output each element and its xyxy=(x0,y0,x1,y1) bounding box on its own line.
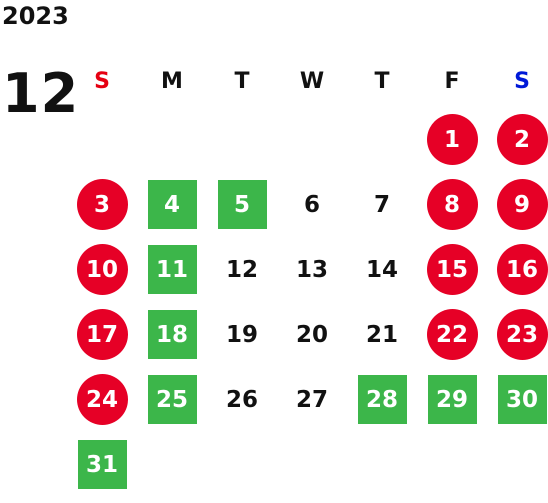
day-cell[interactable]: 4 xyxy=(137,172,207,237)
day-cell[interactable]: 8 xyxy=(417,172,487,237)
day-cell[interactable]: 25 xyxy=(137,367,207,432)
day-cell[interactable]: 15 xyxy=(417,237,487,302)
empty-cell xyxy=(137,107,207,172)
day-normal: 26 xyxy=(225,386,258,413)
day-cell[interactable]: 13 xyxy=(277,237,347,302)
day-cell[interactable]: 5 xyxy=(207,172,277,237)
calendar-month: 12 xyxy=(2,62,80,125)
day-holiday: 17 xyxy=(76,309,128,360)
day-closed: 25 xyxy=(147,375,197,424)
weekday-header: T xyxy=(234,68,250,94)
day-cell[interactable]: 10 xyxy=(67,237,137,302)
day-closed: 5 xyxy=(217,180,267,229)
empty-cell xyxy=(67,107,137,172)
day-holiday: 2 xyxy=(496,114,548,165)
day-holiday: 3 xyxy=(76,179,128,230)
day-cell[interactable]: 9 xyxy=(487,172,548,237)
empty-cell xyxy=(277,107,347,172)
day-closed: 30 xyxy=(497,375,547,424)
day-cell[interactable]: 17 xyxy=(67,302,137,367)
day-cell[interactable]: 12 xyxy=(207,237,277,302)
day-closed: 29 xyxy=(427,375,477,424)
day-cell[interactable]: 7 xyxy=(347,172,417,237)
day-normal: 14 xyxy=(365,256,398,283)
day-cell[interactable]: 22 xyxy=(417,302,487,367)
day-holiday: 23 xyxy=(496,309,548,360)
day-closed: 18 xyxy=(147,310,197,359)
day-holiday: 15 xyxy=(426,244,478,295)
day-normal: 12 xyxy=(225,256,258,283)
day-normal: 13 xyxy=(295,256,328,283)
day-holiday: 1 xyxy=(426,114,478,165)
day-closed: 31 xyxy=(77,440,127,489)
day-normal: 20 xyxy=(295,321,328,348)
day-holiday: 22 xyxy=(426,309,478,360)
day-holiday: 10 xyxy=(76,244,128,295)
weekday-header: S xyxy=(514,68,530,94)
day-cell[interactable]: 31 xyxy=(67,432,137,497)
calendar-year: 2023 xyxy=(2,2,69,30)
day-holiday: 9 xyxy=(496,179,548,230)
day-cell[interactable]: 6 xyxy=(277,172,347,237)
day-cell[interactable]: 28 xyxy=(347,367,417,432)
weekday-header: M xyxy=(161,68,183,94)
day-cell[interactable]: 23 xyxy=(487,302,548,367)
day-normal: 21 xyxy=(365,321,398,348)
day-normal: 7 xyxy=(373,191,390,218)
day-holiday: 8 xyxy=(426,179,478,230)
day-cell[interactable]: 26 xyxy=(207,367,277,432)
day-cell[interactable]: 29 xyxy=(417,367,487,432)
day-cell[interactable]: 18 xyxy=(137,302,207,367)
day-cell[interactable]: 20 xyxy=(277,302,347,367)
day-cell[interactable]: 1 xyxy=(417,107,487,172)
weekday-header: F xyxy=(444,68,460,94)
empty-cell xyxy=(347,107,417,172)
day-holiday: 24 xyxy=(76,374,128,425)
weekday-header: W xyxy=(299,68,325,94)
day-cell[interactable]: 2 xyxy=(487,107,548,172)
day-cell[interactable]: 11 xyxy=(137,237,207,302)
day-closed: 4 xyxy=(147,180,197,229)
day-closed: 11 xyxy=(147,245,197,294)
day-cell[interactable]: 14 xyxy=(347,237,417,302)
day-cell[interactable]: 24 xyxy=(67,367,137,432)
day-cell[interactable]: 30 xyxy=(487,367,548,432)
day-cell[interactable]: 27 xyxy=(277,367,347,432)
weekday-header: S xyxy=(94,68,110,94)
day-normal: 19 xyxy=(225,321,258,348)
weekday-header: T xyxy=(374,68,390,94)
empty-cell xyxy=(207,107,277,172)
day-normal: 27 xyxy=(295,386,328,413)
day-cell[interactable]: 16 xyxy=(487,237,548,302)
day-cell[interactable]: 19 xyxy=(207,302,277,367)
day-closed: 28 xyxy=(357,375,407,424)
day-cell[interactable]: 21 xyxy=(347,302,417,367)
day-holiday: 16 xyxy=(496,244,548,295)
day-normal: 6 xyxy=(303,191,320,218)
day-cell[interactable]: 3 xyxy=(67,172,137,237)
